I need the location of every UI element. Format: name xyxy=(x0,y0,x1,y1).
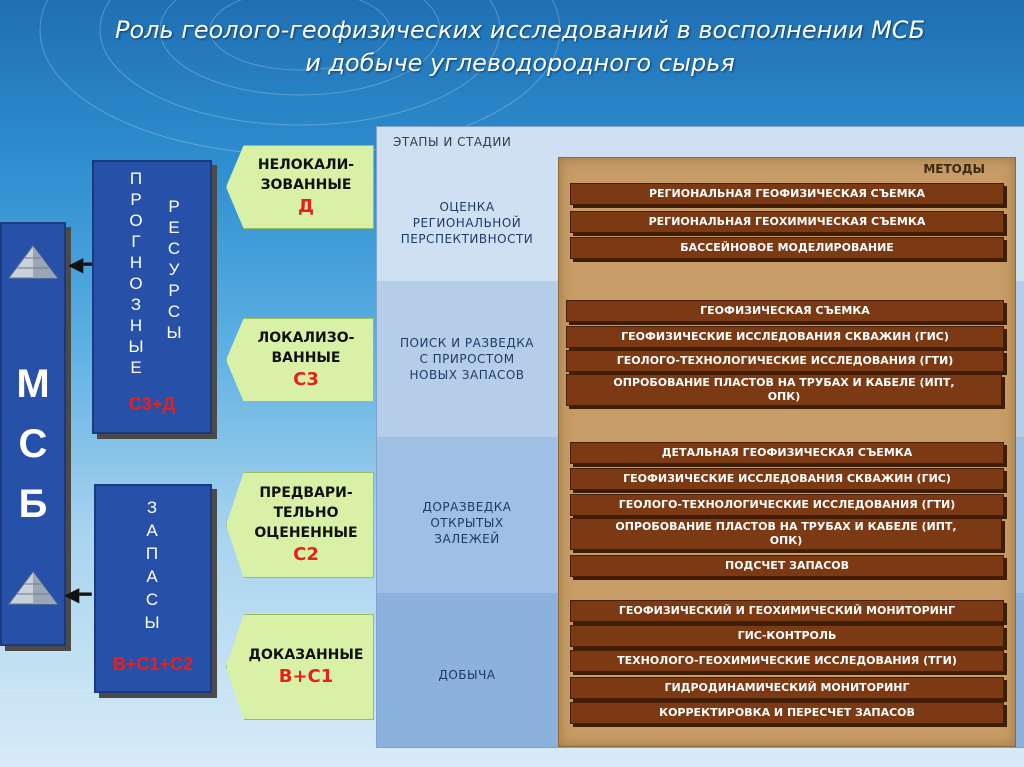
stages-header: ЭТАПЫ И СТАДИИ xyxy=(393,135,511,149)
reserves-word: З А П А С Ы xyxy=(142,496,162,634)
category-label: ОЦЕНЕННЫЕ xyxy=(243,523,369,543)
category-preliminary: ПРЕДВАРИ- ТЕЛЬНО ОЦЕНЕННЫЕ С2 xyxy=(226,472,374,578)
method-item: РЕГИОНАЛЬНАЯ ГЕОФИЗИЧЕСКАЯ СЪЕМКА xyxy=(570,183,1004,205)
method-item: ОПРОБОВАНИЕ ПЛАСТОВ НА ТРУБАХ И КАБЕЛЕ (… xyxy=(570,518,1002,550)
letter: Н xyxy=(126,315,146,336)
letter: А xyxy=(142,519,162,542)
category-label: НЕЛОКАЛИ- xyxy=(243,155,369,175)
prognostic-word: П Р О Г Н О З Н Ы Е xyxy=(126,168,146,378)
letter: С xyxy=(142,588,162,611)
letter: А xyxy=(142,565,162,588)
category-code: В+С1 xyxy=(243,665,369,689)
category-label: ЛОКАЛИЗО- xyxy=(243,328,369,348)
msb-letter: М xyxy=(2,354,64,414)
letter: Р xyxy=(164,196,184,217)
letter: Ы xyxy=(164,322,184,343)
title-line-1: Роль геолого-геофизических исследований … xyxy=(40,14,1000,47)
letter: Р xyxy=(126,189,146,210)
method-item: БАССЕЙНОВОЕ МОДЕЛИРОВАНИЕ xyxy=(570,237,1004,259)
reserves-formula: В+С1+С2 xyxy=(96,654,210,675)
stage-line: ОТКРЫТЫХ xyxy=(381,515,553,531)
stage-line: РЕГИОНАЛЬНОЙ xyxy=(381,215,553,231)
stage-line: ПЕРСПЕКТИВНОСТИ xyxy=(381,231,553,247)
method-item: ГЕОЛОГО-ТЕХНОЛОГИЧЕСКИЕ ИССЛЕДОВАНИЯ (ГТ… xyxy=(570,494,1004,516)
letter: О xyxy=(126,210,146,231)
reserves-box: З А П А С Ы В+С1+С2 xyxy=(94,484,212,693)
prognostic-formula: С3+Д xyxy=(94,394,210,415)
method-item: ГЕОЛОГО-ТЕХНОЛОГИЧЕСКИЕ ИССЛЕДОВАНИЯ (ГТ… xyxy=(566,350,1004,372)
category-localized: ЛОКАЛИЗО- ВАННЫЕ С3 xyxy=(226,318,374,402)
category-code: С2 xyxy=(243,543,369,567)
method-item: ГЕОФИЗИЧЕСКИЙ И ГЕОХИМИЧЕСКИЙ МОНИТОРИНГ xyxy=(570,600,1004,622)
stage-search-exploration: ПОИСК И РАЗВЕДКА С ПРИРОСТОМ НОВЫХ ЗАПАС… xyxy=(381,335,553,383)
resources-word: Р Е С У Р С Ы xyxy=(164,196,184,343)
letter: Е xyxy=(126,357,146,378)
stage-line: ЗАЛЕЖЕЙ xyxy=(381,531,553,547)
method-item: ОПРОБОВАНИЕ ПЛАСТОВ НА ТРУБАХ И КАБЕЛЕ (… xyxy=(566,374,1002,406)
letter: Н xyxy=(126,252,146,273)
pyramid-icon xyxy=(7,244,59,282)
letter: Е xyxy=(164,217,184,238)
category-code: С3 xyxy=(243,368,369,392)
stage-additional-exploration: ДОРАЗВЕДКА ОТКРЫТЫХ ЗАЛЕЖЕЙ xyxy=(381,499,553,547)
letter: З xyxy=(142,496,162,519)
stage-production: ДОБЫЧА xyxy=(381,667,553,683)
category-proven: ДОКАЗАННЫЕ В+С1 xyxy=(226,614,374,720)
page-title: Роль геолого-геофизических исследований … xyxy=(40,14,1000,80)
method-item: ГИС-КОНТРОЛЬ xyxy=(570,625,1004,647)
category-label: ДОКАЗАННЫЕ xyxy=(243,645,369,665)
arrow-left-icon: ◀━ xyxy=(64,582,91,606)
letter: П xyxy=(142,542,162,565)
stage-line: С ПРИРОСТОМ xyxy=(381,351,553,367)
msb-letter: Б xyxy=(2,474,64,534)
letter: С xyxy=(164,238,184,259)
stage-regional-assessment: ОЦЕНКА РЕГИОНАЛЬНОЙ ПЕРСПЕКТИВНОСТИ xyxy=(381,199,553,247)
category-label: ВАННЫЕ xyxy=(243,348,369,368)
letter: О xyxy=(126,273,146,294)
pyramid-icon xyxy=(7,570,59,608)
method-item: ТЕХНОЛОГО-ГЕОХИМИЧЕСКИЕ ИССЛЕДОВАНИЯ (ТГ… xyxy=(570,650,1004,672)
stage-line: ДОРАЗВЕДКА xyxy=(381,499,553,515)
letter: З xyxy=(126,294,146,315)
method-item: ГЕОФИЗИЧЕСКИЕ ИССЛЕДОВАНИЯ СКВАЖИН (ГИС) xyxy=(566,326,1004,348)
category-label: ЗОВАННЫЕ xyxy=(243,175,369,195)
stage-line: НОВЫХ ЗАПАСОВ xyxy=(381,367,553,383)
letter: У xyxy=(164,259,184,280)
stage-line: ДОБЫЧА xyxy=(381,667,553,683)
letter: Ы xyxy=(142,611,162,634)
methods-header: МЕТОДЫ xyxy=(923,162,985,176)
category-label: ПРЕДВАРИ- xyxy=(243,483,369,503)
category-label: ТЕЛЬНО xyxy=(243,503,369,523)
method-item: ГИДРОДИНАМИЧЕСКИЙ МОНИТОРИНГ xyxy=(570,677,1004,699)
letter: П xyxy=(126,168,146,189)
msb-column: М С Б xyxy=(0,222,66,646)
method-item: ДЕТАЛЬНАЯ ГЕОФИЗИЧЕСКАЯ СЪЕМКА xyxy=(570,442,1004,464)
letter: Ы xyxy=(126,336,146,357)
method-item: КОРРЕКТИРОВКА И ПЕРЕСЧЕТ ЗАПАСОВ xyxy=(570,702,1004,724)
msb-letter: С xyxy=(2,414,64,474)
stage-line: ОЦЕНКА xyxy=(381,199,553,215)
msb-label: М С Б xyxy=(2,354,64,534)
letter: Г xyxy=(126,231,146,252)
category-code: Д xyxy=(243,195,369,219)
category-nonlocalized: НЕЛОКАЛИ- ЗОВАННЫЕ Д xyxy=(226,145,374,229)
letter: Р xyxy=(164,280,184,301)
method-item: ГЕОФИЗИЧЕСКАЯ СЪЕМКА xyxy=(566,300,1004,322)
method-item: ПОДСЧЕТ ЗАПАСОВ xyxy=(570,555,1004,577)
method-item: РЕГИОНАЛЬНАЯ ГЕОХИМИЧЕСКАЯ СЪЕМКА xyxy=(570,211,1004,233)
method-item: ГЕОФИЗИЧЕСКИЕ ИССЛЕДОВАНИЯ СКВАЖИН (ГИС) xyxy=(570,468,1004,490)
title-line-2: и добыче углеводородного сырья xyxy=(40,47,1000,80)
letter: С xyxy=(164,301,184,322)
stage-line: ПОИСК И РАЗВЕДКА xyxy=(381,335,553,351)
prognostic-resources-box: П Р О Г Н О З Н Ы Е Р Е С У Р С Ы С3+Д xyxy=(92,160,212,434)
